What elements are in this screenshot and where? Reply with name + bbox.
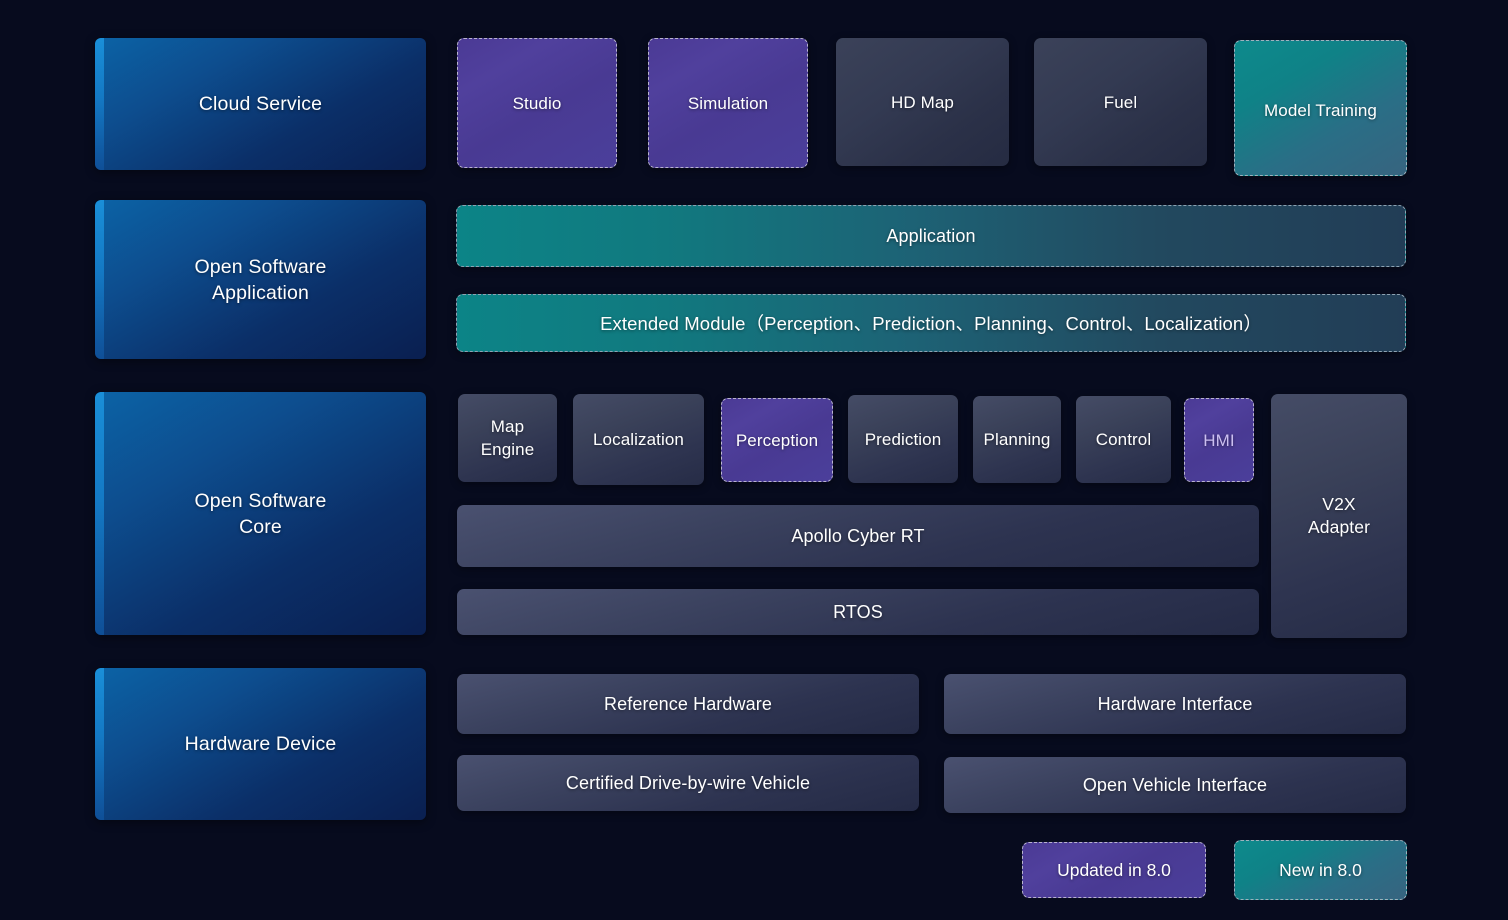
module-localization[interactable]: Localization xyxy=(573,394,704,485)
row-label-cloud-service: Cloud Service xyxy=(95,38,426,170)
card-model-training-label: Model Training xyxy=(1264,101,1377,120)
row-label-text: Cloud Service xyxy=(198,93,323,115)
card-simulation[interactable]: Simulation xyxy=(648,38,808,168)
panel-v2x-adapter-line1: V2X xyxy=(1322,494,1356,514)
panel-v2x-adapter-label: V2X Adapter xyxy=(1308,493,1370,539)
card-open-vehicle-interface[interactable]: Open Vehicle Interface xyxy=(944,757,1406,813)
module-prediction-label: Prediction xyxy=(864,429,942,449)
panel-v2x-adapter-line2: Adapter xyxy=(1308,517,1370,537)
module-control[interactable]: Control xyxy=(1076,396,1171,483)
card-model-training[interactable]: Model Training xyxy=(1234,40,1407,176)
card-hardware-interface-label: Hardware Interface xyxy=(1097,693,1253,714)
module-localization-label: Localization xyxy=(593,430,684,449)
bar-rtos-label: RTOS xyxy=(833,601,883,622)
module-planning-label: Planning xyxy=(983,430,1051,449)
module-hmi[interactable]: HMI xyxy=(1184,398,1254,482)
bar-application[interactable]: Application xyxy=(456,205,1406,267)
row-label-line2: Application xyxy=(211,281,310,304)
legend-updated-in-8-label: Updated in 8.0 xyxy=(1057,859,1171,880)
card-certified-drive-by-wire-vehicle[interactable]: Certified Drive-by-wire Vehicle xyxy=(457,755,919,811)
module-perception-label: Perception xyxy=(735,430,819,450)
row-label-line1: Open Software xyxy=(194,489,327,512)
module-planning[interactable]: Planning xyxy=(973,396,1061,483)
legend-new-in-8-label: New in 8.0 xyxy=(1279,859,1362,880)
bar-rtos[interactable]: RTOS xyxy=(457,589,1259,635)
bar-application-label: Application xyxy=(886,225,976,246)
row-label-text: Open Software Application xyxy=(194,254,326,306)
bar-apollo-cyber-rt-label: Apollo Cyber RT xyxy=(791,525,925,546)
module-map-engine-label: Map Engine xyxy=(481,415,535,461)
bar-extended-module-label: Extended Module（Perception、Prediction、Pl… xyxy=(600,312,1262,334)
card-studio[interactable]: Studio xyxy=(457,38,617,168)
card-certified-drive-by-wire-vehicle-label: Certified Drive-by-wire Vehicle xyxy=(565,772,811,793)
module-map-engine-line1: Map xyxy=(490,417,525,436)
bar-apollo-cyber-rt[interactable]: Apollo Cyber RT xyxy=(457,505,1259,567)
row-label-hardware-device: Hardware Device xyxy=(95,668,426,820)
module-hmi-label: HMI xyxy=(1203,430,1235,450)
legend-updated-in-8: Updated in 8.0 xyxy=(1022,842,1206,898)
module-control-label: Control xyxy=(1095,430,1152,449)
card-studio-label: Studio xyxy=(512,93,562,113)
card-hd-map[interactable]: HD Map xyxy=(836,38,1009,166)
row-label-text: Open Software Core xyxy=(194,488,326,540)
row-label-open-software-core: Open Software Core xyxy=(95,392,426,635)
row-label-line1: Open Software xyxy=(194,255,327,278)
card-simulation-label: Simulation xyxy=(687,93,769,113)
card-hardware-interface[interactable]: Hardware Interface xyxy=(944,674,1406,734)
card-reference-hardware[interactable]: Reference Hardware xyxy=(457,674,919,734)
card-hd-map-label: HD Map xyxy=(891,92,954,112)
card-fuel[interactable]: Fuel xyxy=(1034,38,1207,166)
row-label-open-software-application: Open Software Application xyxy=(95,200,426,359)
bar-extended-module[interactable]: Extended Module（Perception、Prediction、Pl… xyxy=(456,294,1406,352)
card-reference-hardware-label: Reference Hardware xyxy=(604,693,772,714)
row-label-text: Hardware Device xyxy=(184,733,337,755)
module-map-engine-line2: Engine xyxy=(480,440,535,459)
module-prediction[interactable]: Prediction xyxy=(848,395,958,483)
row-label-line2: Core xyxy=(239,515,282,538)
card-fuel-label: Fuel xyxy=(1103,92,1138,112)
module-map-engine[interactable]: Map Engine xyxy=(458,394,557,482)
panel-v2x-adapter[interactable]: V2X Adapter xyxy=(1271,394,1407,638)
legend-new-in-8: New in 8.0 xyxy=(1234,840,1407,900)
card-open-vehicle-interface-label: Open Vehicle Interface xyxy=(1082,774,1268,795)
module-perception[interactable]: Perception xyxy=(721,398,833,482)
